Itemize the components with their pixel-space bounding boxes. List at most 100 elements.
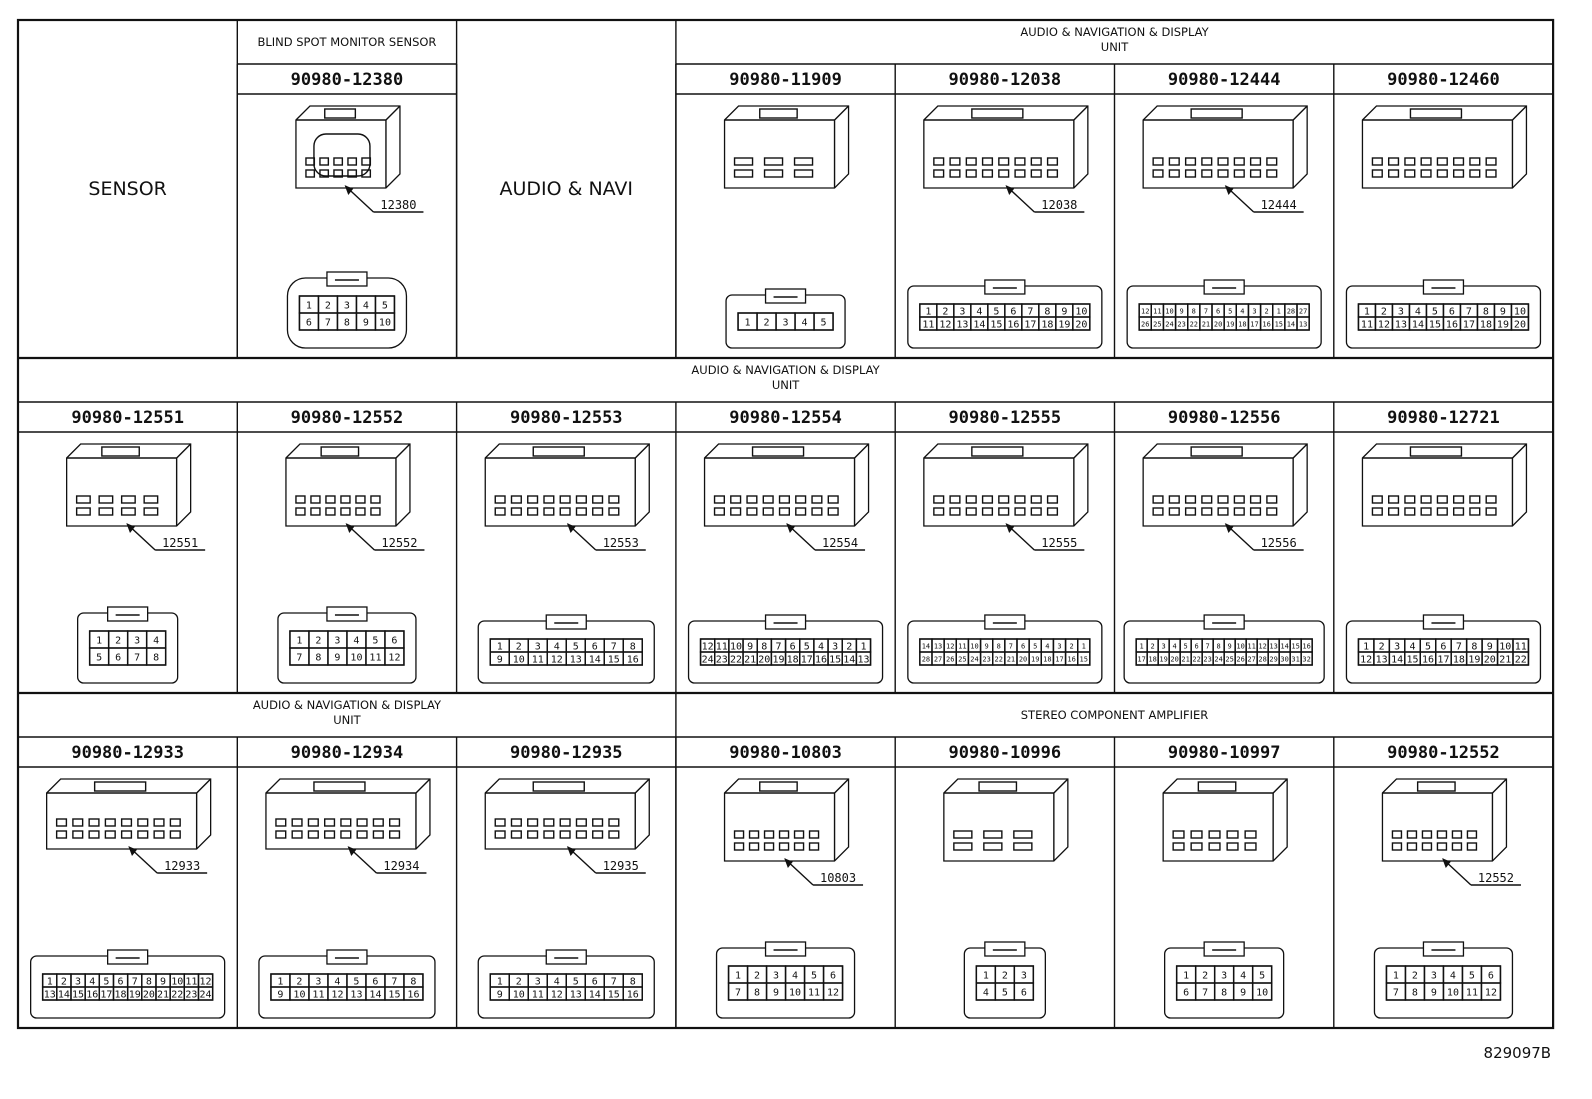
pin-number: 14 <box>843 655 855 666</box>
pin-number: 5 <box>103 977 109 988</box>
pin-number: 17 <box>1137 656 1145 664</box>
connector-3d-view: 12444 <box>1142 105 1308 213</box>
section-title: AUDIO & NAVIGATION & DISPLAY <box>691 363 880 377</box>
pin-number: 2 <box>1202 971 1208 982</box>
pin-number: 7 <box>1027 307 1033 318</box>
pin-number: 5 <box>1432 307 1438 318</box>
pin-number: 15 <box>608 990 620 1001</box>
pin-number: 10 <box>1075 307 1087 318</box>
pin-number: 11 <box>1515 642 1527 653</box>
pin-number: 4 <box>1240 308 1244 316</box>
group-label-cell: SENSOR <box>88 178 167 200</box>
pin-number: 7 <box>134 653 140 664</box>
connector-3d-view <box>943 778 1069 862</box>
reference-number: 829097B <box>1484 1044 1552 1062</box>
pin-number: 11 <box>808 988 820 999</box>
pin-number: 15 <box>72 990 84 1001</box>
connector-3d-view: 10803 <box>723 778 864 886</box>
pin-number: 21 <box>1499 655 1511 666</box>
connector-3d-view <box>1162 778 1288 862</box>
pin-number: 16 <box>407 990 419 1001</box>
part-number: 90980-12721 <box>1387 408 1500 428</box>
pin-number: 22 <box>730 655 742 666</box>
pin-number: 4 <box>983 988 989 999</box>
pin-number: 26 <box>1236 656 1244 664</box>
pin-number: 6 <box>372 977 378 988</box>
pin-number: 28 <box>1258 656 1266 664</box>
group-label: SENSOR <box>88 178 167 200</box>
pin-number: 4 <box>1450 971 1456 982</box>
pin-number: 2 <box>754 971 760 982</box>
callout-label: 12556 <box>1261 536 1297 550</box>
pin-number: 26 <box>1141 321 1149 329</box>
pin-number: 11 <box>532 655 544 666</box>
pin-number: 4 <box>818 642 824 653</box>
pin-number: 14 <box>589 990 601 1001</box>
pin-number: 15 <box>829 655 841 666</box>
pin-number: 14 <box>1280 643 1288 651</box>
pin-number: 4 <box>89 977 95 988</box>
pin-number: 1 <box>1082 643 1086 651</box>
pin-number: 2 <box>764 318 770 329</box>
connector-3d-view <box>1361 443 1528 527</box>
section-title: UNIT <box>772 378 800 392</box>
pin-number: 12 <box>946 643 954 651</box>
pin-number: 14 <box>973 320 985 331</box>
pin-number: 13 <box>1299 321 1307 329</box>
pin-number: 8 <box>1221 988 1227 999</box>
pin-number: 10 <box>1499 642 1511 653</box>
pin-number: 7 <box>735 988 741 999</box>
pin-number: 11 <box>312 990 324 1001</box>
pin-number: 7 <box>1204 308 1208 316</box>
pin-number: 20 <box>1514 320 1526 331</box>
pin-number: 6 <box>1440 642 1446 653</box>
pin-number: 11 <box>716 642 728 653</box>
pin-number: 8 <box>153 653 159 664</box>
pin-number: 1 <box>860 642 866 653</box>
pin-number: 4 <box>1240 971 1246 982</box>
pin-number: 4 <box>792 971 798 982</box>
pin-number: 12 <box>1258 643 1266 651</box>
pin-number: 10 <box>379 318 391 329</box>
pin-number: 4 <box>153 636 159 647</box>
pin-number: 13 <box>1395 320 1407 331</box>
pin-number: 19 <box>772 655 784 666</box>
part-number: 90980-12460 <box>1387 70 1500 90</box>
pin-number: 9 <box>1431 988 1437 999</box>
pin-number: 24 <box>200 990 212 1001</box>
pin-number: 20 <box>1214 321 1222 329</box>
pin-number: 5 <box>1469 971 1475 982</box>
pin-number: 2 <box>516 977 522 988</box>
callout-label: 12380 <box>380 198 416 212</box>
pin-number: 13 <box>44 990 56 1001</box>
pin-number: 4 <box>1410 642 1416 653</box>
pin-number: 4 <box>363 301 369 312</box>
pin-number: 16 <box>1067 656 1075 664</box>
pin-number: 9 <box>160 977 166 988</box>
pin-number: 32 <box>1302 656 1310 664</box>
callout-label: 10803 <box>820 871 856 885</box>
pin-number: 9 <box>1061 307 1067 318</box>
pin-number: 8 <box>754 988 760 999</box>
connector-3d-view: 12380 <box>295 105 424 213</box>
part-number: 90980-12552 <box>291 408 404 428</box>
pin-number: 6 <box>115 653 121 664</box>
pin-number: 7 <box>1393 988 1399 999</box>
pin-number: 3 <box>1221 971 1227 982</box>
part-number: 90980-12555 <box>949 408 1062 428</box>
pin-number: 20 <box>1019 656 1027 664</box>
pin-number: 5 <box>1002 988 1008 999</box>
pin-number: 2 <box>846 642 852 653</box>
pin-number: 5 <box>804 642 810 653</box>
pin-number: 2 <box>296 977 302 988</box>
pin-number: 18 <box>1148 656 1156 664</box>
pin-number: 11 <box>922 320 934 331</box>
pin-number: 2 <box>315 636 321 647</box>
